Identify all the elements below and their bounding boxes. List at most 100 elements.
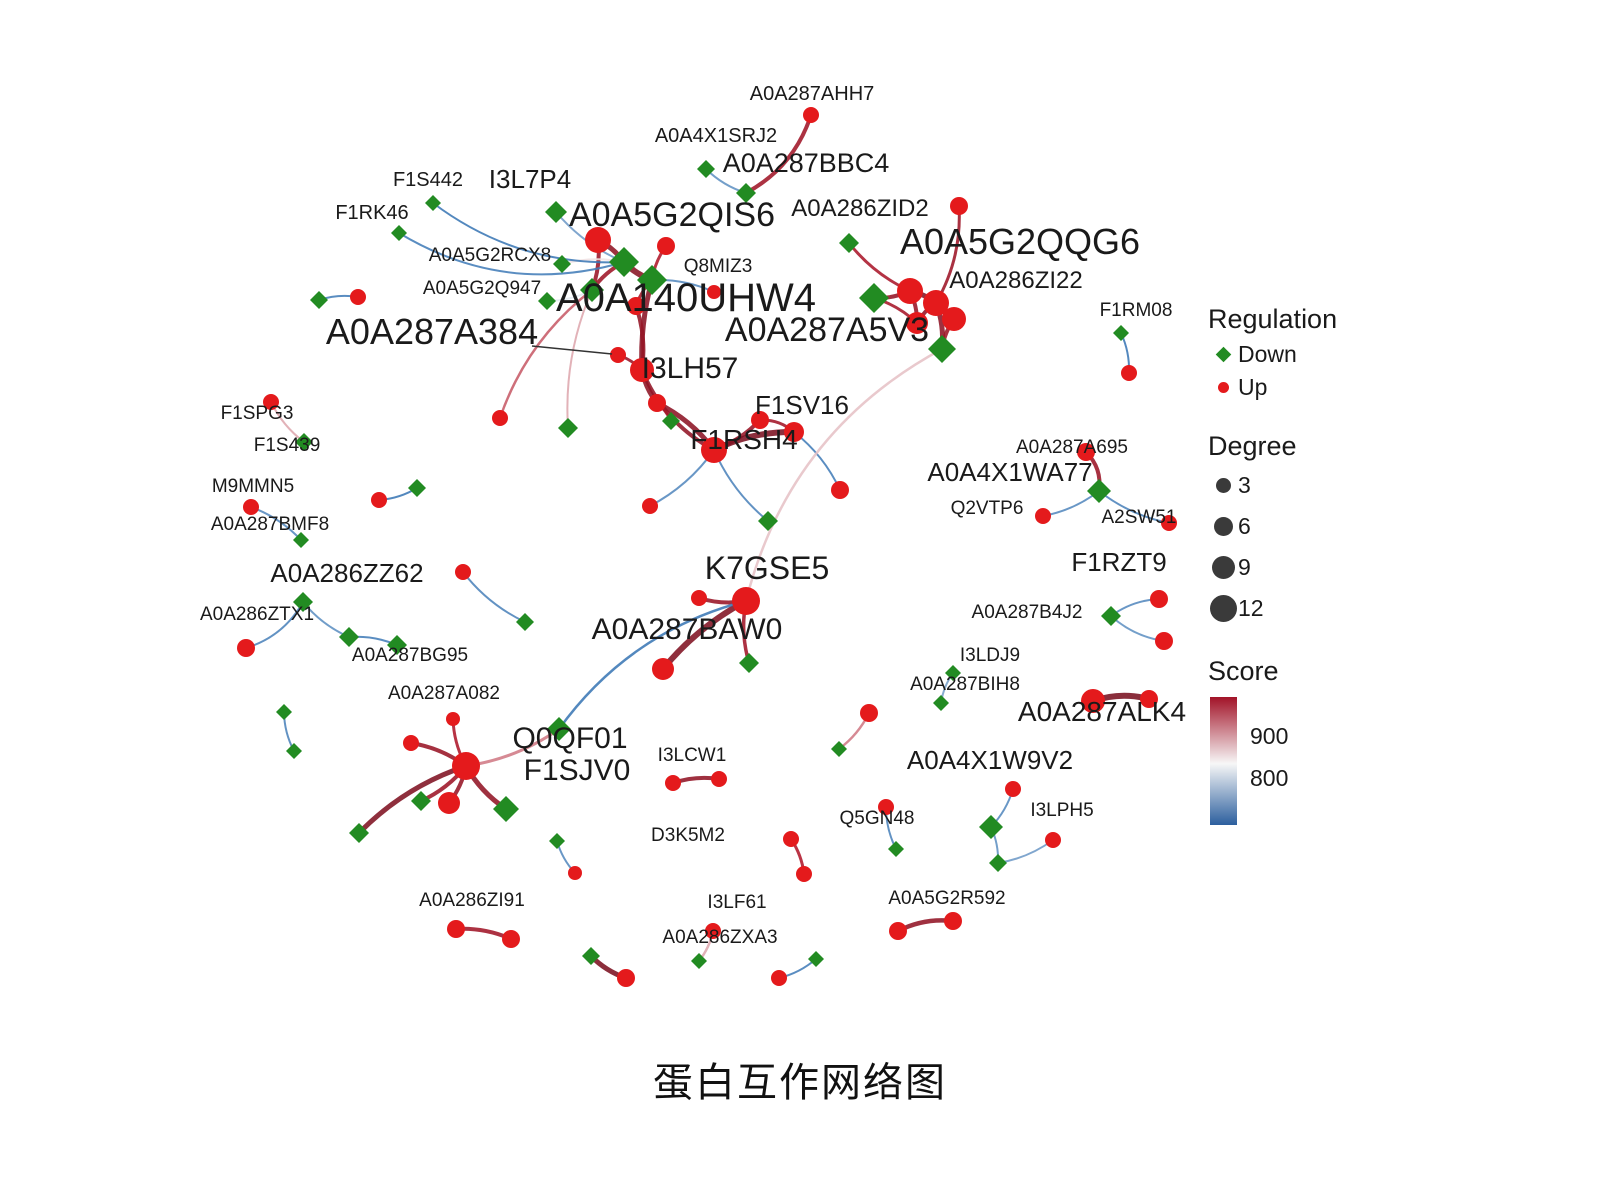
node-layer	[237, 107, 1177, 987]
up-node-b7	[950, 197, 968, 215]
down-node-c3	[662, 412, 680, 430]
node-label-A0A5G2RCX8: A0A5G2RCX8	[429, 245, 552, 266]
up-node-bi1	[860, 704, 878, 722]
node-label-A0A286ZI22: A0A286ZI22	[949, 267, 1082, 294]
down-node-z2	[293, 592, 313, 612]
edge-wa1-wa2	[1042, 490, 1100, 517]
down-node-wv3	[989, 854, 1007, 872]
down-node-fz1	[1101, 606, 1121, 626]
degree-dot-icon	[1209, 595, 1237, 622]
node-label-I3LPH5: I3LPH5	[1030, 800, 1093, 821]
down-node-a9	[553, 255, 571, 273]
legend-regulation: Regulation Down Up	[1208, 304, 1388, 401]
up-node-wa2	[1035, 508, 1051, 524]
up-node-m5	[447, 920, 465, 938]
node-label-A0A287BMF8: A0A287BMF8	[211, 514, 329, 535]
node-label-A0A286ZXA3: A0A286ZXA3	[662, 927, 777, 948]
node-label-D3K5M2: D3K5M2	[651, 825, 725, 846]
down-node-b1	[859, 283, 889, 313]
score-legend-title: Score	[1208, 656, 1279, 686]
score-tick-900: 900	[1250, 723, 1289, 749]
node-label-A0A287A082: A0A287A082	[388, 683, 500, 704]
degree-label-9: 9	[1238, 554, 1251, 580]
up-node-h3	[243, 499, 259, 515]
up-node-b5	[906, 312, 928, 334]
up-node-c2	[648, 394, 666, 412]
up-node-b2	[897, 278, 923, 304]
down-node-f2	[391, 225, 407, 241]
up-node-z1	[237, 639, 255, 657]
down-node-m12	[808, 951, 824, 967]
down-label: Down	[1238, 341, 1297, 367]
up-node-p1	[455, 564, 471, 580]
edge-c6-c9	[793, 431, 841, 491]
up-node-fr2	[1121, 365, 1137, 381]
edge-a3-f1	[432, 202, 625, 264]
up-node-b10	[803, 107, 819, 123]
node-label-F1SV16: F1SV16	[755, 390, 849, 420]
up-node-c1	[630, 358, 654, 382]
legend-score: Score 900 800	[1208, 656, 1388, 837]
down-node-q1	[547, 717, 571, 741]
up-node-c9	[831, 481, 849, 499]
node-label-A0A287BG95: A0A287BG95	[352, 645, 468, 666]
degree-legend-title: Degree	[1208, 431, 1297, 461]
down-node-b11	[697, 160, 715, 178]
down-node-m16	[888, 841, 904, 857]
legend-degree: Degree 3 6 9 12	[1208, 431, 1388, 626]
up-node-a11	[492, 410, 508, 426]
up-node-q3	[403, 735, 419, 751]
node-label-A0A287A384: A0A287A384	[326, 311, 538, 352]
node-label-F1SJV0: F1SJV0	[524, 754, 631, 787]
regulation-legend-title: Regulation	[1208, 304, 1338, 334]
node-label-Q5GN48: Q5GN48	[840, 808, 915, 829]
down-node-i3l1	[945, 665, 961, 681]
node-label-F1RM08: F1RM08	[1100, 300, 1173, 321]
node-label-A0A286ZI91: A0A286ZI91	[419, 890, 525, 911]
score-colorbar	[1210, 697, 1237, 825]
up-node-alk1	[1081, 689, 1105, 713]
up-node-m4	[568, 866, 582, 880]
degree-dot-icon	[1213, 517, 1233, 536]
degree-item-6: 6	[1208, 509, 1388, 544]
node-label-Q0QF01: Q0QF01	[512, 722, 627, 755]
node-label-A0A287ALK4: A0A287ALK4	[1018, 696, 1186, 727]
up-node-m14	[796, 866, 812, 882]
down-node-m3	[549, 833, 565, 849]
node-label-F1S439: F1S439	[254, 435, 321, 456]
up-node-wa3	[1161, 515, 1177, 531]
degree-label-3: 3	[1238, 472, 1251, 498]
label-leader-line	[531, 345, 613, 355]
degree-dot-box	[1208, 595, 1238, 622]
node-label-F1RK46: F1RK46	[335, 202, 408, 224]
node-label-F1RZT9: F1RZT9	[1071, 547, 1166, 577]
down-node-b6	[928, 335, 956, 363]
down-node-b8	[839, 233, 859, 253]
up-node-k1	[732, 587, 760, 615]
edge-q2-q7	[356, 763, 469, 836]
node-label-A0A5G2R592: A0A5G2R592	[888, 888, 1005, 909]
down-node-z4	[387, 635, 407, 655]
node-label-A0A5G2QQG6: A0A5G2QQG6	[900, 221, 1140, 262]
up-node-m13	[783, 831, 799, 847]
down-node-c8	[758, 511, 778, 531]
degree-item-9: 9	[1208, 550, 1388, 585]
up-node-k2	[691, 590, 707, 606]
down-node-z3	[339, 627, 359, 647]
node-label-M9MMN5: M9MMN5	[212, 476, 294, 497]
node-label-A0A287BIH8: A0A287BIH8	[910, 674, 1020, 695]
node-label-A0A287BBC4: A0A287BBC4	[723, 148, 890, 178]
up-node-c5	[751, 411, 769, 429]
node-label-A0A286ZTX1: A0A286ZTX1	[200, 604, 314, 625]
edge-k1-q1	[557, 599, 748, 731]
node-label-A0A286ZID2: A0A286ZID2	[791, 195, 928, 222]
up-node-a5	[657, 237, 675, 255]
up-node-wv2	[1005, 781, 1021, 797]
down-node-q7	[349, 823, 369, 843]
up-node-g2	[350, 289, 366, 305]
degree-label-12: 12	[1238, 595, 1264, 621]
down-node-l2	[286, 743, 302, 759]
node-label-A0A4X1SRJ2: A0A4X1SRJ2	[655, 125, 777, 147]
